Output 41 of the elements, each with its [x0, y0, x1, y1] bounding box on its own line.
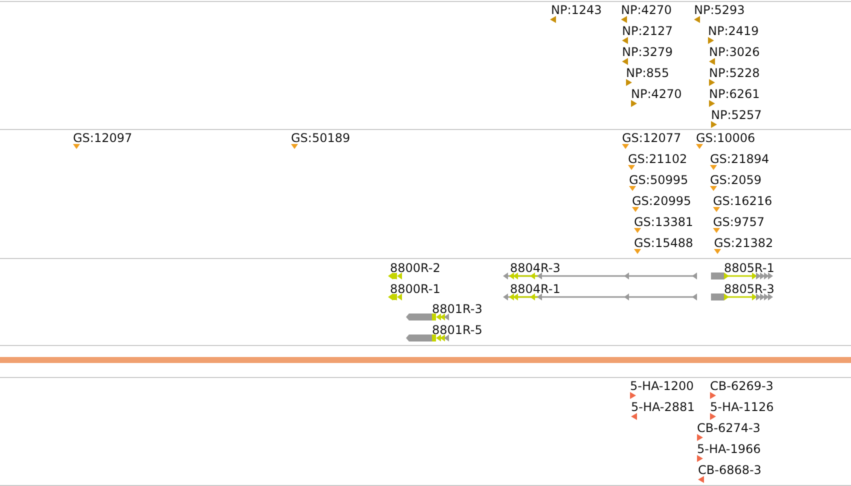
feature-label: NP:2127: [622, 24, 673, 38]
feature-label: GS:21102: [628, 152, 688, 166]
feature-label: 8800R-1: [390, 282, 440, 296]
feature-label: GS:15488: [634, 236, 694, 250]
feature-label: GS:10006: [696, 131, 756, 145]
feature-label: 5-HA-1126: [710, 400, 774, 414]
feature-label: GS:12097: [73, 131, 132, 145]
feature-label: 5-HA-2881: [631, 400, 695, 414]
feature-label: 8804R-3: [510, 261, 560, 275]
feature-label: GS:20995: [632, 194, 692, 208]
feature-label: CB-6274-3: [697, 421, 760, 435]
feature-label: CB-6868-3: [698, 463, 762, 477]
feature-label: NP:855: [626, 66, 670, 80]
feature-label: NP:1243: [551, 3, 602, 17]
feature-label: NP:5228: [709, 66, 760, 80]
feature-label: 8801R-5: [432, 323, 482, 337]
feature-label: 8805R-3: [724, 282, 774, 296]
feature-label: GS:12077: [622, 131, 682, 145]
feature-label: NP:5293: [694, 3, 745, 17]
feature-label: GS:16216: [713, 194, 772, 208]
feature-label: 8805R-1: [724, 261, 774, 275]
feature-label: NP:5257: [711, 108, 762, 122]
feature-label: 5-HA-1966: [697, 442, 761, 456]
feature-label: GS:21894: [710, 152, 770, 166]
feature-label: 8804R-1: [510, 282, 560, 296]
feature-label: GS:9757: [713, 215, 764, 229]
feature-label: GS:50995: [629, 173, 688, 187]
feature-label: 8800R-2: [390, 261, 440, 275]
feature-label: GS:13381: [634, 215, 694, 229]
feature-label: NP:6261: [709, 87, 760, 101]
feature-label: NP:3279: [622, 45, 673, 59]
feature-label: NP:2419: [708, 24, 759, 38]
feature-label: GS:50189: [291, 131, 350, 145]
feature-label: CB-6269-3: [710, 379, 774, 393]
feature-label: GS:2059: [710, 173, 762, 187]
feature-label: NP:4270: [631, 87, 682, 101]
feature-label: NP:4270: [621, 3, 672, 17]
feature-label: 8801R-3: [432, 302, 482, 316]
feature-label: 5-HA-1200: [630, 379, 694, 393]
feature-label: GS:21382: [714, 236, 774, 250]
feature-label: NP:3026: [709, 45, 760, 59]
